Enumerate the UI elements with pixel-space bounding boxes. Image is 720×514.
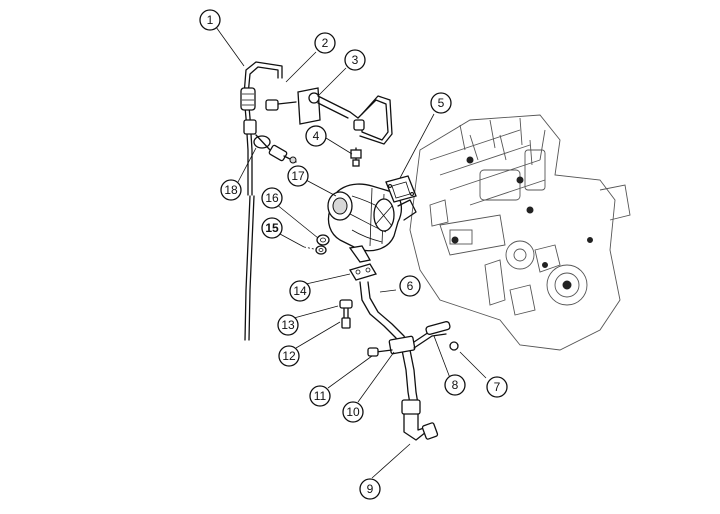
callout-8: 8 [444,374,466,396]
callout-4: 4 [305,125,327,147]
callout-2: 2 [314,32,336,54]
callout-7: 7 [486,376,508,398]
svg-text:5: 5 [438,96,445,110]
mounting-bracket [265,87,359,125]
svg-text:2: 2 [322,36,329,50]
callout-17: 17 [287,165,309,187]
callout-13: 13 [277,314,299,336]
callout-6: 6 [399,275,421,297]
engine-block [409,114,631,351]
sensor-fitting [350,147,362,167]
svg-text:17: 17 [291,169,305,183]
svg-text:1: 1 [207,13,214,27]
callouts: 1 2 3 4 5 6 7 8 9 10 11 12 13 14 15 16 1… [199,9,508,500]
callout-14: 14 [289,280,311,302]
callout-15: 15 [261,217,283,239]
oil-drain-tube [339,281,459,441]
svg-text:14: 14 [293,284,307,298]
callout-18: 18 [220,179,242,201]
callout-3: 3 [344,49,366,71]
svg-text:4: 4 [313,129,320,143]
svg-text:11: 11 [314,389,327,403]
svg-text:15: 15 [265,221,279,235]
svg-text:16: 16 [265,191,279,205]
washers [303,234,330,255]
svg-text:3: 3 [352,53,359,67]
callout-11: 11 [309,385,331,407]
turbo-gasket [385,175,417,203]
callout-12: 12 [278,345,300,367]
loop-tube [353,95,393,145]
svg-text:7: 7 [494,380,501,394]
svg-text:6: 6 [407,279,414,293]
svg-text:9: 9 [367,482,374,496]
turbocharger [327,183,417,263]
callout-16: 16 [261,187,283,209]
callout-1: 1 [199,9,221,31]
callout-5: 5 [430,92,452,114]
callout-10: 10 [342,401,364,423]
svg-text:8: 8 [452,378,459,392]
leader-lines [215,26,487,479]
svg-text:13: 13 [281,318,295,332]
oil-feed-line [240,61,283,341]
callout-9: 9 [359,478,381,500]
drain-gasket [349,263,377,281]
svg-text:18: 18 [224,183,238,197]
banjo-fitting [253,134,297,164]
svg-text:12: 12 [282,349,296,363]
svg-text:10: 10 [346,405,360,419]
